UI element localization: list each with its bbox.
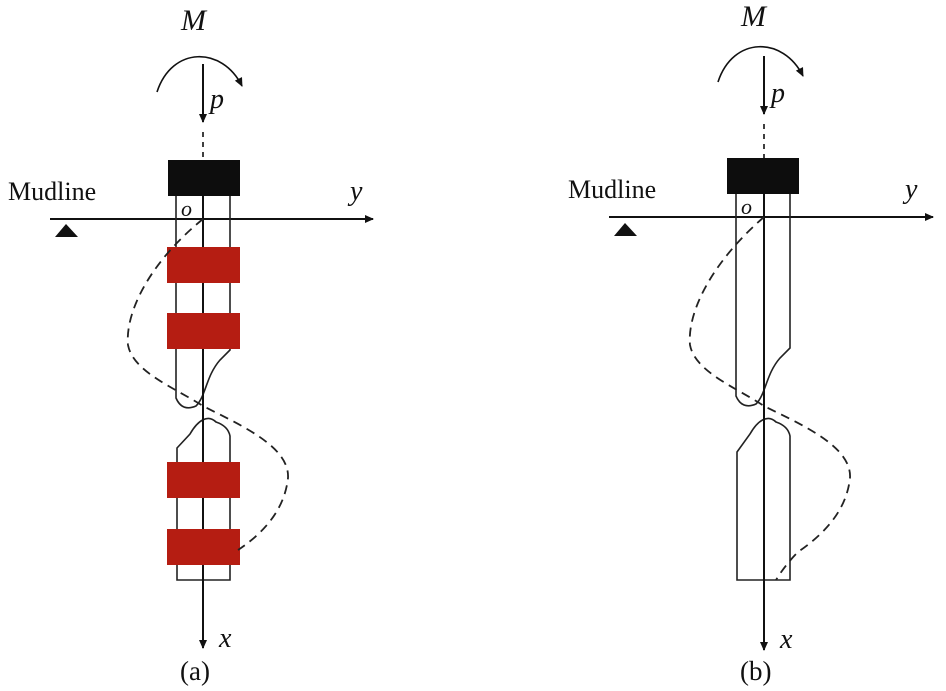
pile-cap [168,160,240,196]
panel-caption: (a) [180,656,210,686]
moment-label: M [180,4,208,37]
y-axis-label: y [347,176,363,207]
load-label: p [769,78,785,109]
lower-pile-segment [736,417,791,581]
moment-label: M [740,0,768,33]
pile-cap [727,158,799,194]
x-axis-label: x [779,624,793,655]
deflection-curve [126,218,289,551]
x-axis-label: x [218,623,232,654]
origin-label: o [181,196,192,221]
upper-pile-segment [175,196,231,409]
panel-b: M p Mudline y o x (b) [568,0,934,686]
deflection-curve [688,216,851,581]
panel-caption: (b) [740,656,771,686]
panel-a: M p Mudline y o x (a) [8,4,374,686]
reinforcement-band [167,313,240,349]
moment-arrow-icon [717,45,804,83]
lower-pile-segment [176,417,231,581]
origin-label: o [741,194,752,219]
mudline-label: Mudline [568,175,656,204]
reinforcement-band [167,247,240,283]
upper-pile-segment [735,194,791,407]
reinforcement-band [167,462,240,498]
load-label: p [208,84,224,115]
triangle-support-icon [614,223,637,236]
reinforcement-band [167,529,240,565]
triangle-support-icon [55,224,78,237]
y-axis-label: y [902,174,918,205]
moment-arrow-icon [156,55,243,93]
mudline-label: Mudline [8,177,96,206]
